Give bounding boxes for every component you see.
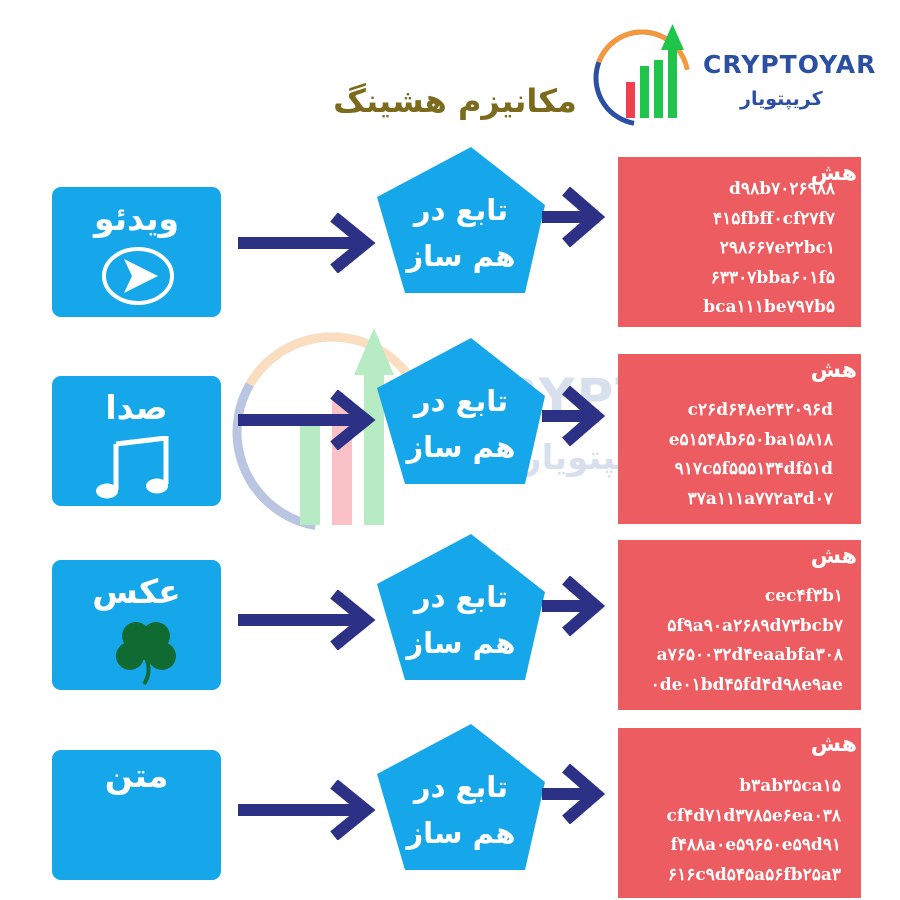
hash-title: هش [810, 358, 857, 383]
hash-function-pentagon: تابع در هم ساز [373, 145, 549, 305]
page-title: مکانیزم هشینگ [333, 82, 577, 120]
input-label: ویدئو [93, 199, 180, 238]
hash-line: ۳۷a۱۱۱a۷۷۲a۳d۰۷ [687, 488, 833, 509]
hash-line: ۶۱۶c۹d۵۴۵a۵۶fb۲۵a۳ [667, 864, 841, 885]
pentagon-line1: تابع در [413, 384, 509, 418]
music-note-icon [96, 436, 169, 499]
hash-line: ۲۹۸۶۶۷e۲۲bc۱ [719, 238, 835, 258]
input-box-video: ویدئو [52, 187, 221, 317]
hash-title: هش [810, 732, 857, 757]
input-box-image: عکس [52, 560, 221, 690]
hash-line: d۹۸b۷۰۲۶۹۸۸ [729, 179, 835, 199]
hash-line: c۲۶d۶۴۸e۲۴۲۰۹۶d [687, 400, 833, 420]
clover-icon [116, 622, 176, 686]
input-arrow [238, 590, 376, 650]
output-arrow [542, 764, 606, 824]
logo-emblem-icon [593, 24, 691, 127]
hash-function-pentagon: تابع در هم ساز [373, 722, 549, 882]
pentagon-line2: هم ساز [406, 239, 516, 273]
hash-line: ۰de۰۱bd۴۵fd۴d۹۸e۹ae [650, 674, 843, 695]
hash-title: هش [810, 544, 857, 569]
pentagon-line2: هم ساز [406, 816, 516, 850]
pentagon-line1: تابع در [413, 580, 509, 614]
hash-row-video: ویدئو تابع در هم ساز هش d۹۸b۷۰۲۶۹۸۸ ۴۱۵f… [0, 143, 900, 327]
pentagon-line2: هم ساز [406, 430, 516, 464]
pentagon-line2: هم ساز [406, 626, 516, 660]
hash-output-box: هش d۹۸b۷۰۲۶۹۸۸ ۴۱۵fbff۰cf۲۷f۷ ۲۹۸۶۶۷e۲۲b… [618, 157, 861, 327]
hash-line: cf۴d۷۱d۳۷۸۵e۶ea۰۳۸ [666, 805, 841, 826]
hash-line: ۵f۹a۹۰a۲۶۸۹d۷۳bcb۷ [667, 615, 843, 636]
logo-text-en: CRYPTOYAR [703, 50, 877, 79]
input-label: عکس [92, 572, 181, 611]
output-arrow [542, 187, 606, 247]
hash-row-image: عکس تابع در هم ساز هش cec۴f۳b۱ ۵f۹a۹۰a۲۶… [0, 528, 900, 710]
pentagon-line1: تابع در [413, 193, 509, 227]
hash-row-audio: صدا تابع در هم ساز هش c۲۶d۶۴۸e۲۴۲۰۹۶d e۵… [0, 336, 900, 524]
hash-output-box: هش b۳ab۳۵ca۱۵ cf۴d۷۱d۳۷۸۵e۶ea۰۳۸ f۴۸۸a۰e… [618, 728, 861, 898]
pentagon-shape [377, 338, 545, 484]
hash-line: ۶۳۳۰۷bba۶۰۱f۵ [710, 267, 835, 288]
hash-function-pentagon: تابع در هم ساز [373, 532, 549, 692]
hash-line: bca۱۱۱be۷۹۷b۵ [703, 297, 835, 317]
pentagon-shape [377, 147, 545, 293]
hash-line: f۴۸۸a۰e۵۹۶۵۰e۵۹d۹۱ [670, 835, 841, 855]
hash-line: b۳ab۳۵ca۱۵ [739, 776, 841, 796]
pentagon-line1: تابع در [413, 770, 509, 804]
input-arrow [238, 780, 376, 840]
input-arrow [238, 213, 376, 273]
cryptoyar-logo: CRYPTOYAR کریپتویار [590, 20, 880, 130]
hash-title: هش [810, 161, 857, 186]
input-box-text: متن [52, 750, 221, 880]
pentagon-shape [377, 724, 545, 870]
logo-text-fa: کریپتویار [740, 88, 823, 110]
input-label: صدا [105, 388, 168, 427]
hash-value: d۹۸b۷۰۲۶۹۸۸ ۴۱۵fbff۰cf۲۷f۷ ۲۹۸۶۶۷e۲۲bc۱ … [703, 175, 835, 323]
input-label: متن [104, 756, 169, 795]
hash-value: c۲۶d۶۴۸e۲۴۲۰۹۶d e۵۱۵۴۸b۶۵۰ba۱۵۸۱۸ ۹۱۷c۵f… [669, 396, 833, 514]
input-arrow [238, 390, 376, 450]
hash-line: ۹۱۷c۵f۵۵۵۱۳۴df۵۱d [674, 459, 833, 479]
hash-value: cec۴f۳b۱ ۵f۹a۹۰a۲۶۸۹d۷۳bcb۷ a۷۶۵۰۰۳۲d۴ea… [651, 582, 843, 700]
hash-row-text: متن تابع در هم ساز هش b۳ab۳۵ca۱۵ cf۴d۷۱d… [0, 718, 900, 898]
hash-line: cec۴f۳b۱ [764, 586, 843, 606]
output-arrow [542, 386, 606, 446]
output-arrow [542, 576, 606, 636]
hash-line: ۴۱۵fbff۰cf۲۷f۷ [712, 208, 835, 229]
hash-line: e۵۱۵۴۸b۶۵۰ba۱۵۸۱۸ [668, 429, 833, 450]
hash-output-box: هش cec۴f۳b۱ ۵f۹a۹۰a۲۶۸۹d۷۳bcb۷ a۷۶۵۰۰۳۲d… [618, 540, 861, 710]
hash-line: a۷۶۵۰۰۳۲d۴eaabfa۳۰۸ [656, 645, 843, 665]
hash-value: b۳ab۳۵ca۱۵ cf۴d۷۱d۳۷۸۵e۶ea۰۳۸ f۴۸۸a۰e۵۹۶… [666, 772, 841, 890]
hash-output-box: هش c۲۶d۶۴۸e۲۴۲۰۹۶d e۵۱۵۴۸b۶۵۰ba۱۵۸۱۸ ۹۱۷… [618, 354, 861, 524]
play-icon [102, 247, 174, 305]
pentagon-shape [377, 534, 545, 680]
hash-function-pentagon: تابع در هم ساز [373, 336, 549, 496]
input-box-audio: صدا [52, 376, 221, 506]
